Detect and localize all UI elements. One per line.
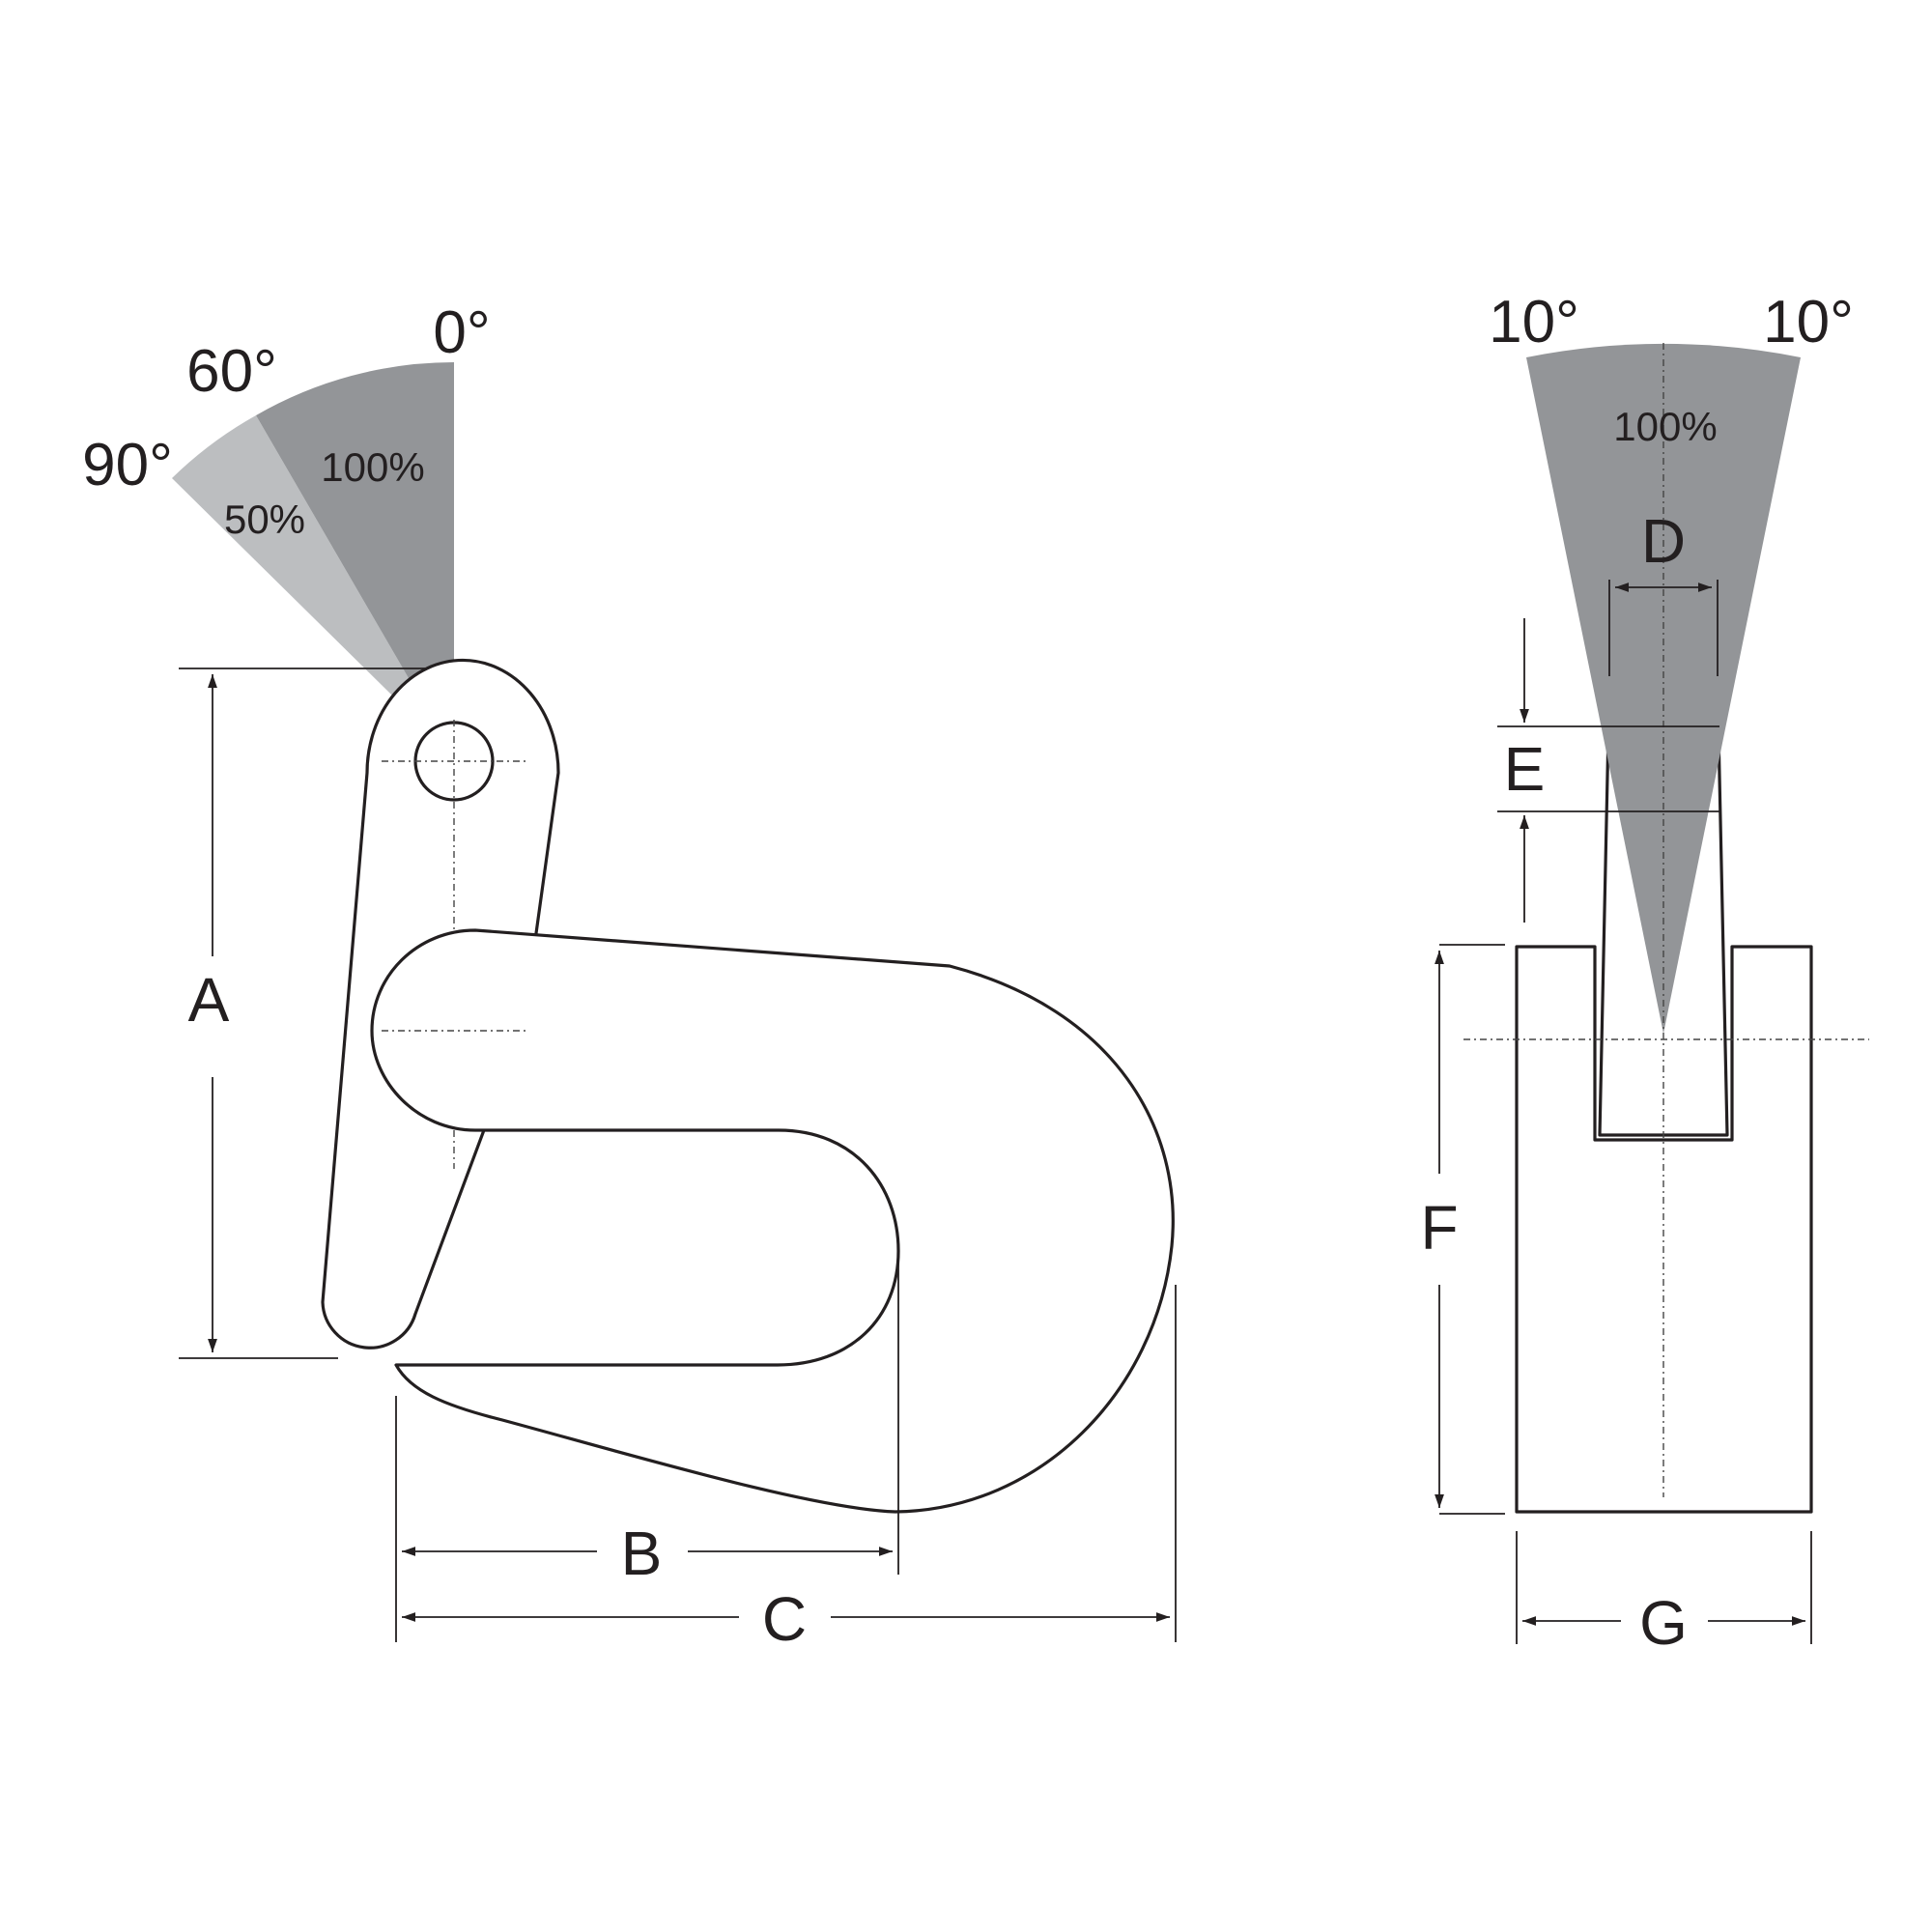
sector-100-percent	[256, 362, 454, 756]
hook-body	[370, 928, 1175, 1514]
front-capacity-label-100: 100%	[1613, 404, 1717, 449]
dimension-f: F	[1420, 944, 1505, 1515]
sector-50-percent	[172, 415, 454, 756]
front-angle-label-right: 10°	[1763, 289, 1854, 355]
front-body	[1515, 945, 1813, 1514]
dimension-a-label: A	[188, 965, 230, 1035]
dimension-b: B	[402, 1519, 893, 1588]
dimension-g: G	[1516, 1531, 1812, 1658]
dimension-c: C	[402, 1584, 1170, 1654]
dimension-e: E	[1497, 618, 1721, 923]
front-angle-label-left: 10°	[1489, 289, 1579, 355]
dimension-c-label: C	[762, 1584, 807, 1654]
front-view: D E F G 10° 10° 100%	[1420, 289, 1869, 1658]
dimension-a: A	[188, 674, 230, 1352]
angle-label-60: 60°	[186, 338, 277, 405]
capacity-label-50: 50%	[224, 497, 305, 542]
angle-label-90: 90°	[82, 432, 173, 498]
side-view: A B C 0° 60° 90° 100% 50%	[82, 299, 1177, 1654]
side-lifting-angle-sectors	[172, 362, 454, 756]
dimension-g-label: G	[1639, 1588, 1688, 1658]
dimension-b-label: B	[621, 1519, 663, 1588]
dimension-e-label: E	[1504, 734, 1546, 804]
capacity-label-100: 100%	[321, 444, 424, 490]
dimension-f-label: F	[1420, 1193, 1458, 1263]
dimension-d: D	[1608, 506, 1719, 676]
dimension-d-label: D	[1641, 506, 1686, 576]
angle-label-0: 0°	[433, 299, 490, 366]
